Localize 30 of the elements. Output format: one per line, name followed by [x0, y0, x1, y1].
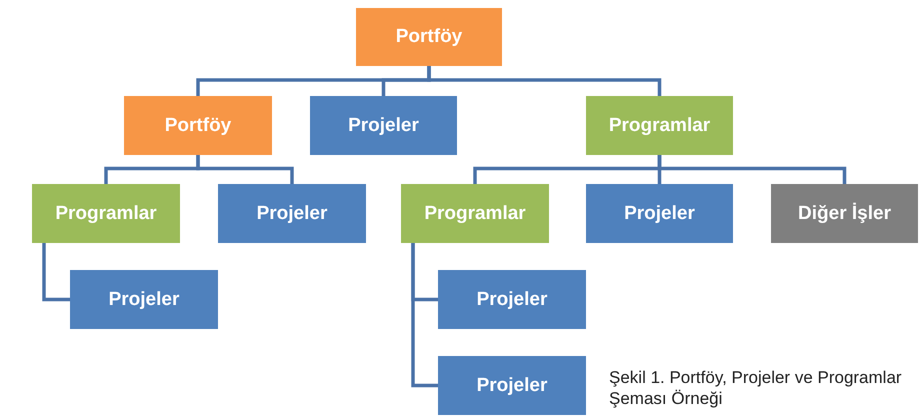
connector-line: [658, 155, 846, 184]
figure-caption: Şekil 1. Portföy, Projeler ve Programlar Şeması Örneği: [609, 367, 903, 409]
org-box: [124, 96, 272, 155]
box-label: Projeler: [256, 202, 328, 224]
box-label: Projeler: [108, 288, 180, 310]
org-box: [438, 356, 586, 415]
org-box: [356, 8, 502, 66]
box-label: Programlar: [55, 202, 157, 224]
box-label: Portföy: [164, 114, 232, 136]
box-label: Programlar: [608, 114, 710, 136]
box-label: Programlar: [424, 202, 526, 224]
connector-line: [427, 66, 662, 96]
org-box: [218, 184, 366, 243]
connector-line: [411, 243, 438, 388]
box-label: Projeler: [624, 202, 695, 224]
org-box: [438, 270, 586, 329]
box-label: Projeler: [348, 114, 419, 136]
org-box: [401, 184, 549, 243]
box-label: Projeler: [476, 288, 548, 310]
org-box: [310, 96, 457, 155]
connector-line: [196, 155, 294, 184]
connector-line: [42, 243, 70, 302]
org-box: [32, 184, 180, 243]
org-box: [586, 96, 733, 155]
box-label: Diğer İşler: [798, 202, 891, 224]
org-box: [771, 184, 918, 243]
box-label: Projeler: [476, 374, 548, 396]
org-box: [70, 270, 218, 329]
box-label: Portföy: [396, 26, 462, 48]
org-box: [586, 184, 733, 243]
